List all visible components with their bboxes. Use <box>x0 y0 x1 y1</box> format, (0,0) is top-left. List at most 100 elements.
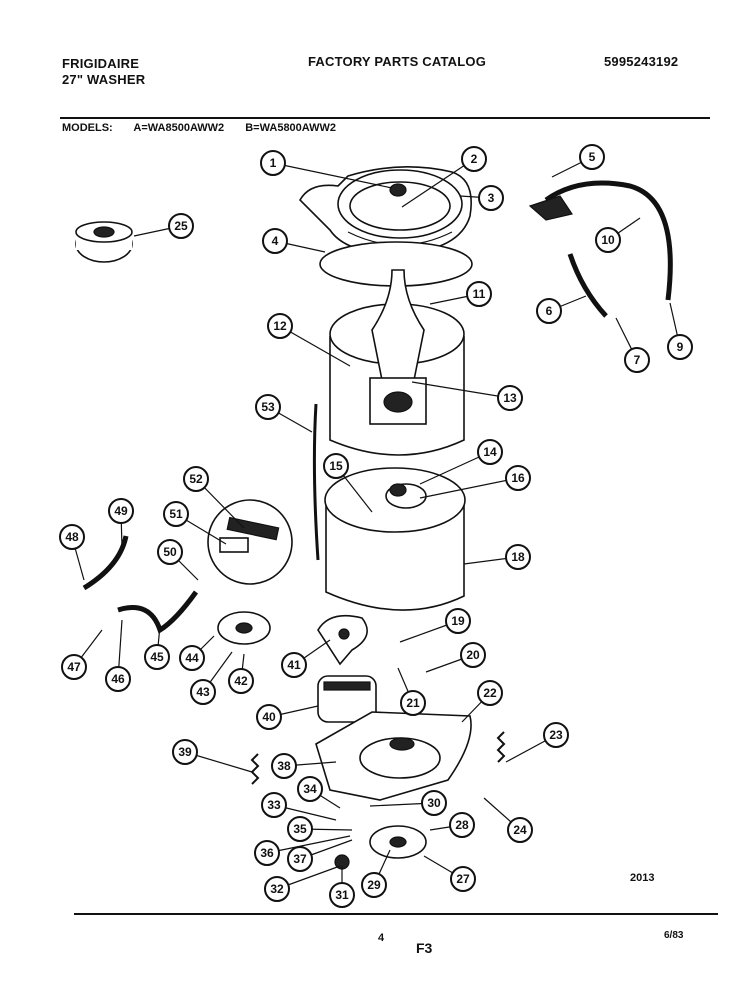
callout-39: 39 <box>172 739 253 773</box>
callout-10: 10 <box>595 217 641 253</box>
callout-19: 19 <box>399 608 471 643</box>
part-drain-hose-upper <box>82 535 129 591</box>
part-tub-cover <box>299 166 472 255</box>
callout-28: 28 <box>429 812 475 838</box>
callout-number: 10 <box>601 233 615 247</box>
callout-leader <box>411 381 511 399</box>
callout-bubble <box>329 882 355 908</box>
callout-47: 47 <box>61 629 103 680</box>
callout-bubble <box>449 812 475 838</box>
callout-bubble <box>579 144 605 170</box>
callout-bubble <box>287 846 313 872</box>
callout-49: 49 <box>108 498 134 549</box>
callout-46: 46 <box>105 619 131 692</box>
product-name: 27" WASHER <box>62 72 146 87</box>
callout-3: 3 <box>459 185 504 211</box>
callout-bubble <box>323 453 349 479</box>
callout-leader <box>272 162 393 189</box>
part-inlet-hose <box>567 253 608 318</box>
callout-bubble <box>267 313 293 339</box>
callout-bubble <box>281 652 307 678</box>
callout-number: 23 <box>549 728 563 742</box>
callout-number: 27 <box>456 872 470 886</box>
part-spring-left <box>250 753 260 785</box>
callout-number: 30 <box>427 796 441 810</box>
callout-34: 34 <box>297 776 341 809</box>
callout-35: 35 <box>287 816 353 842</box>
part-pump <box>217 611 271 645</box>
callout-number: 31 <box>335 888 349 902</box>
callout-bubble <box>595 227 621 253</box>
callout-bubble <box>179 645 205 671</box>
callout-bubble <box>536 298 562 324</box>
part-agitator-cap <box>75 221 133 263</box>
callout-number: 7 <box>634 353 641 367</box>
callout-bubble <box>445 608 471 634</box>
callout-31: 31 <box>329 866 355 908</box>
callout-number: 18 <box>511 550 525 564</box>
callout-bubble <box>172 739 198 765</box>
callout-41: 41 <box>281 639 331 678</box>
callout-23: 23 <box>505 722 569 763</box>
callout-number: 52 <box>189 472 203 486</box>
callout-bubble <box>505 465 531 491</box>
callout-number: 2 <box>471 152 478 166</box>
callout-33: 33 <box>261 792 337 821</box>
callout-bubble <box>461 146 487 172</box>
callout-bubble <box>507 817 533 843</box>
revision-date: 6/83 <box>664 930 684 941</box>
callout-number: 28 <box>455 818 469 832</box>
callout-44: 44 <box>179 635 215 671</box>
model-a: A=WA8500AWW2 <box>133 122 225 134</box>
callout-13: 13 <box>411 381 523 411</box>
callout-number: 12 <box>273 319 287 333</box>
callout-leader <box>401 158 475 208</box>
part-spring-right <box>496 731 506 763</box>
callout-number: 34 <box>303 782 317 796</box>
callout-number: 29 <box>367 878 381 892</box>
part-base-frame <box>315 711 472 801</box>
callout-7: 7 <box>615 317 650 373</box>
callout-number: 20 <box>466 648 480 662</box>
callout-bubble <box>624 347 650 373</box>
callout-37: 37 <box>287 839 353 872</box>
callout-number: 14 <box>483 445 497 459</box>
callout-number: 51 <box>169 507 183 521</box>
callout-bubble <box>157 539 183 565</box>
callout-number: 33 <box>267 798 281 812</box>
brand-name: FRIGIDAIRE <box>62 56 140 71</box>
callout-leader <box>279 325 351 367</box>
callout-number: 46 <box>111 672 125 686</box>
callout-bubble <box>477 439 503 465</box>
callout-bubble <box>256 704 282 730</box>
part-pulley <box>369 825 427 859</box>
callout-number: 37 <box>293 852 307 866</box>
callout-bubble <box>478 185 504 211</box>
callout-number: 3 <box>488 191 495 205</box>
callout-9: 9 <box>667 302 693 360</box>
figure-code: 2013 <box>630 872 655 884</box>
callout-bubble <box>254 840 280 866</box>
callout-number: 47 <box>67 660 81 674</box>
callout-number: 21 <box>406 696 420 710</box>
callout-number: 15 <box>329 459 343 473</box>
part-hose-bracket <box>528 195 573 221</box>
callout-53: 53 <box>255 394 313 433</box>
part-outer-tub <box>324 467 466 611</box>
callout-bubble <box>262 228 288 254</box>
part-fill-hose <box>544 180 673 301</box>
callout-50: 50 <box>157 539 199 581</box>
callout-5: 5 <box>551 144 605 178</box>
callout-bubble <box>271 753 297 779</box>
callout-number: 4 <box>272 234 279 248</box>
callout-30: 30 <box>369 790 447 816</box>
callout-number: 40 <box>262 710 276 724</box>
callout-bubble <box>297 776 323 802</box>
callout-bubble <box>228 668 254 694</box>
callout-24: 24 <box>483 797 533 843</box>
callout-bubble <box>400 690 426 716</box>
callout-bubble <box>105 666 131 692</box>
callout-bubble <box>450 866 476 892</box>
section-code: F3 <box>416 940 433 956</box>
callout-number: 44 <box>185 651 199 665</box>
